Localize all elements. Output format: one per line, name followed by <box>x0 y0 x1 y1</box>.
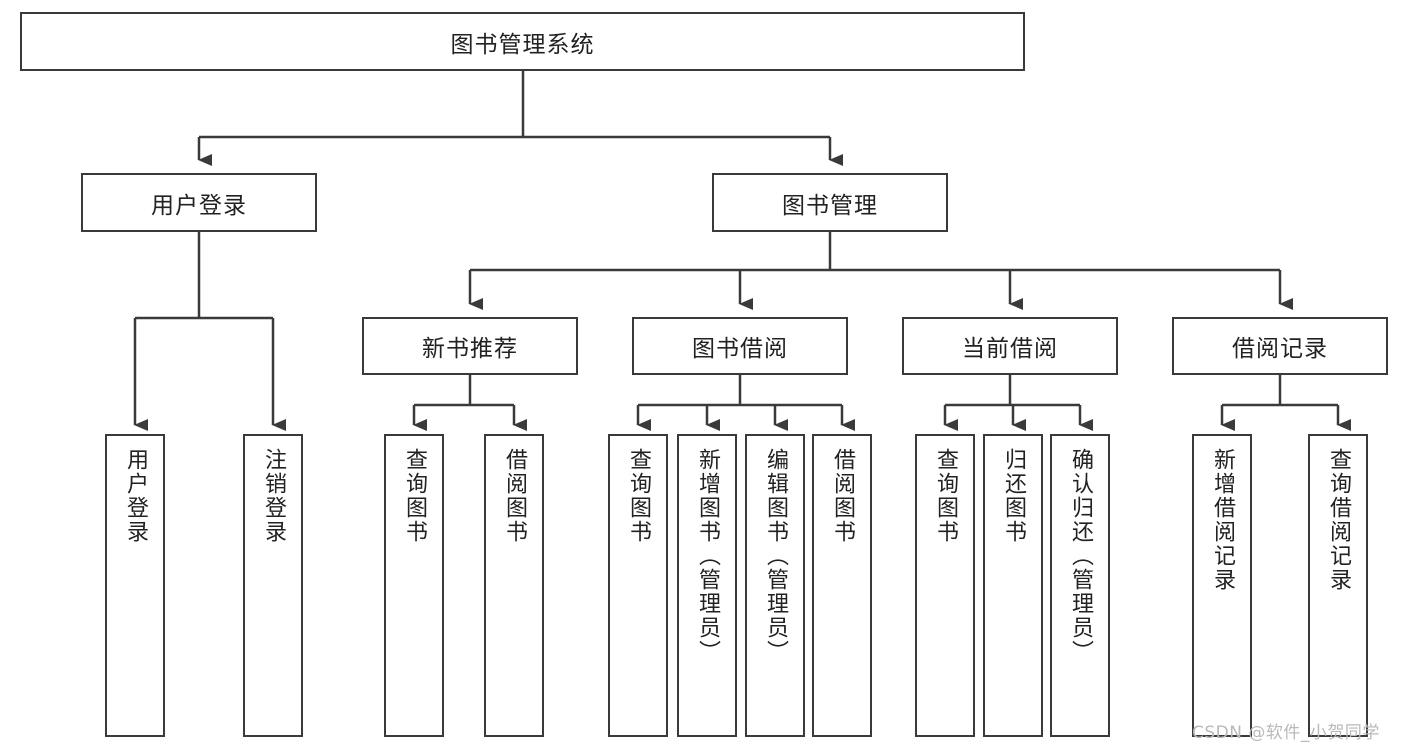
leaf-borrow-book-2[interactable]: 借阅图书 <box>812 434 872 737</box>
leaf-return-book-label: 归还图书 <box>1000 448 1026 544</box>
leaf-add-book-label: 新增图书（管理员） <box>694 448 720 664</box>
leaf-borrow-book-1[interactable]: 借阅图书 <box>484 434 544 737</box>
leaf-query-book-2[interactable]: 查询图书 <box>608 434 668 737</box>
leaf-user-login-label: 用户登录 <box>122 448 148 544</box>
leaf-add-record-label: 新增借阅记录 <box>1209 448 1235 592</box>
csdn-watermark: CSDN @软件_小贺同学 <box>1192 723 1380 743</box>
leaf-confirm-return[interactable]: 确认归还（管理员） <box>1050 434 1110 737</box>
node-borrow-record[interactable]: 借阅记录 <box>1172 317 1388 375</box>
leaf-borrow-book-1-label: 借阅图书 <box>501 448 527 544</box>
leaf-edit-book-label: 编辑图书（管理员） <box>762 448 788 664</box>
leaf-query-book-3[interactable]: 查询图书 <box>915 434 975 737</box>
node-book-borrow-label: 图书借阅 <box>692 336 788 362</box>
node-book-manage[interactable]: 图书管理 <box>712 173 948 232</box>
node-root-label: 图书管理系统 <box>450 31 595 58</box>
leaf-query-book-3-label: 查询图书 <box>932 448 958 544</box>
leaf-add-book[interactable]: 新增图书（管理员） <box>677 434 737 737</box>
node-current-borrow[interactable]: 当前借阅 <box>902 317 1118 375</box>
leaf-edit-book[interactable]: 编辑图书（管理员） <box>745 434 805 737</box>
node-new-book-recommend-label: 新书推荐 <box>422 336 518 362</box>
leaf-confirm-return-label: 确认归还（管理员） <box>1067 448 1093 664</box>
leaf-query-record-label: 查询借阅记录 <box>1325 448 1351 592</box>
leaf-user-login[interactable]: 用户登录 <box>105 434 165 737</box>
leaf-query-book-1[interactable]: 查询图书 <box>384 434 444 737</box>
leaf-borrow-book-2-label: 借阅图书 <box>829 448 855 544</box>
node-borrow-record-label: 借阅记录 <box>1232 336 1328 362</box>
node-user-login-label: 用户登录 <box>151 192 247 219</box>
leaf-user-logout[interactable]: 注销登录 <box>243 434 303 737</box>
leaf-add-record[interactable]: 新增借阅记录 <box>1192 434 1252 737</box>
leaf-user-logout-label: 注销登录 <box>260 448 286 544</box>
leaf-query-record[interactable]: 查询借阅记录 <box>1308 434 1368 737</box>
node-book-manage-label: 图书管理 <box>782 192 878 219</box>
node-new-book-recommend[interactable]: 新书推荐 <box>362 317 578 375</box>
node-book-borrow[interactable]: 图书借阅 <box>632 317 848 375</box>
leaf-query-book-2-label: 查询图书 <box>625 448 651 544</box>
node-root[interactable]: 图书管理系统 <box>20 12 1025 71</box>
node-user-login[interactable]: 用户登录 <box>81 173 317 232</box>
leaf-query-book-1-label: 查询图书 <box>401 448 427 544</box>
leaf-return-book[interactable]: 归还图书 <box>983 434 1043 737</box>
node-current-borrow-label: 当前借阅 <box>962 336 1058 362</box>
